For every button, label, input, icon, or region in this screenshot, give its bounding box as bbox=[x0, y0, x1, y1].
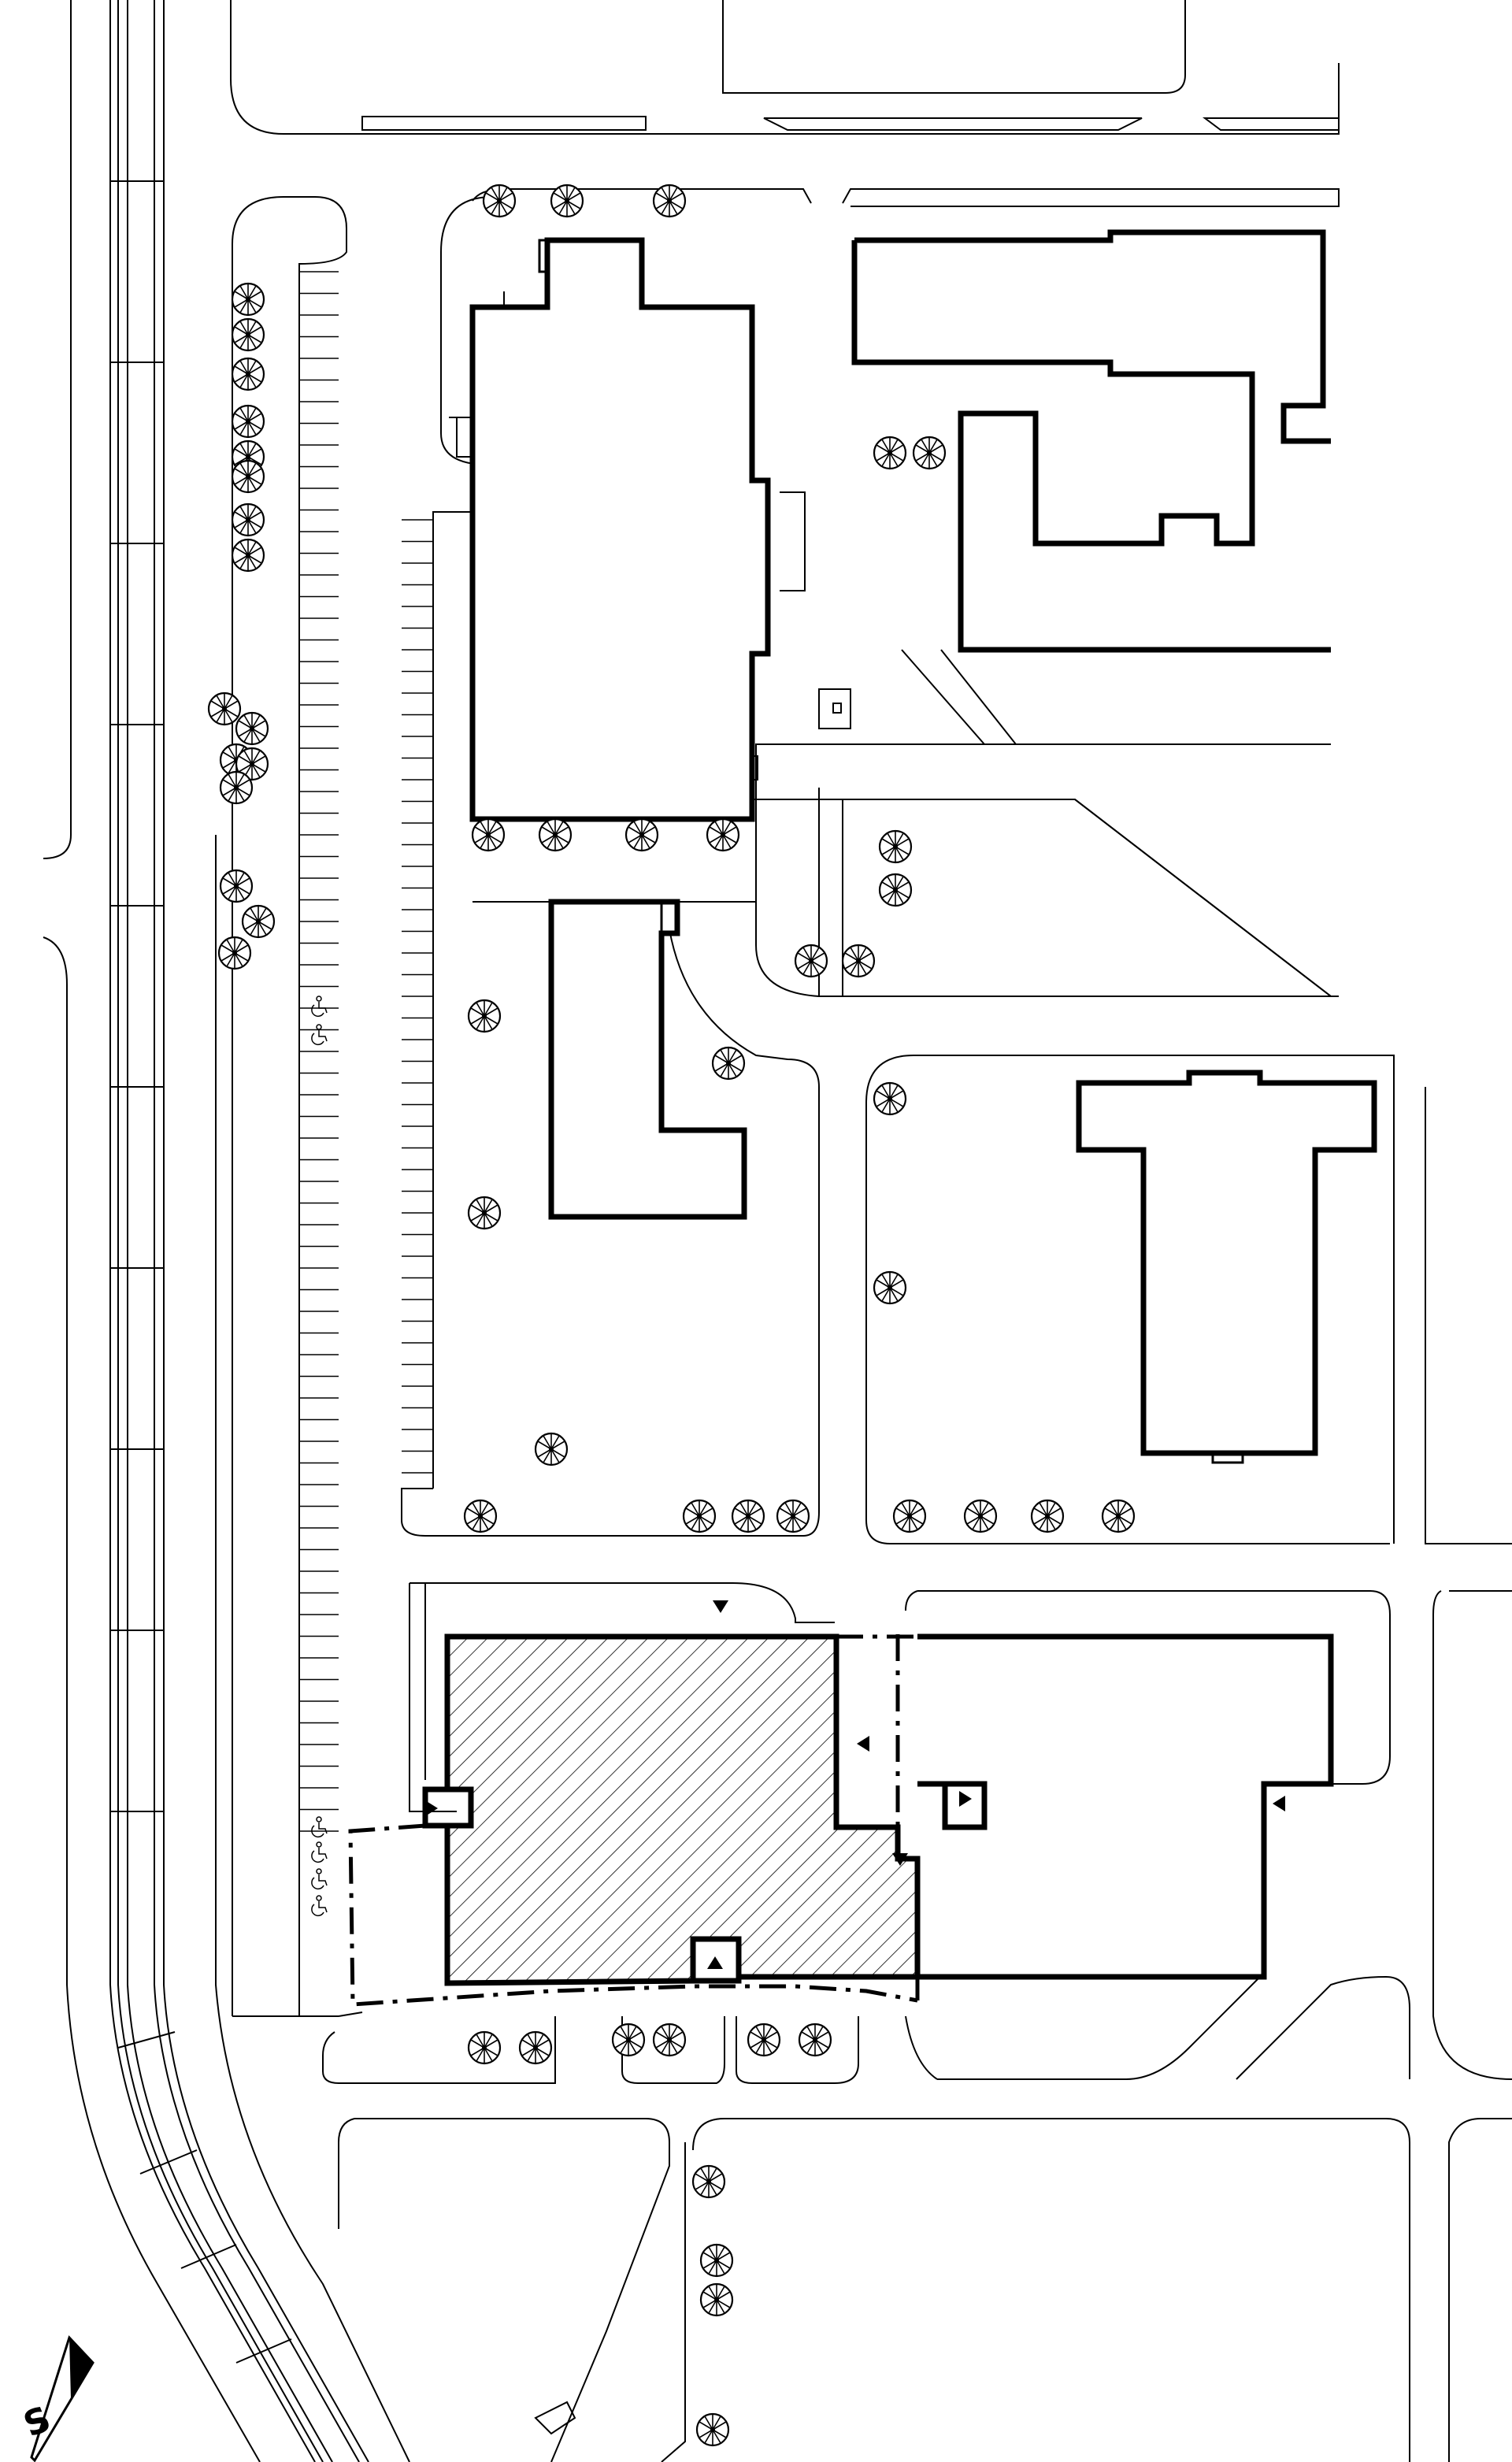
tree-icon bbox=[699, 2282, 734, 2317]
tree-icon bbox=[231, 404, 265, 439]
accessible-parking-icon bbox=[311, 1816, 328, 1838]
tree-icon bbox=[518, 2030, 553, 2065]
tree-icon bbox=[963, 1499, 998, 1533]
tree-icon bbox=[207, 692, 242, 726]
tree-icon bbox=[611, 2023, 646, 2057]
tree-icon bbox=[1030, 1499, 1065, 1533]
tree-icon bbox=[652, 184, 687, 218]
south-blocks bbox=[276, 1582, 1512, 2462]
building-east-t-shape bbox=[1076, 1070, 1377, 1464]
tree-icon bbox=[841, 944, 876, 978]
entrance-arrow-east bbox=[857, 1736, 869, 1752]
entrance-arrow-corner bbox=[892, 1853, 908, 1866]
tree-icon bbox=[219, 869, 254, 903]
tree-icon bbox=[706, 818, 740, 852]
tree-icon bbox=[467, 999, 502, 1033]
tree-icon bbox=[747, 2023, 781, 2057]
tree-icon bbox=[482, 184, 517, 218]
tree-icon bbox=[231, 282, 265, 317]
tree-icon bbox=[467, 1196, 502, 1230]
tree-icon bbox=[231, 317, 265, 352]
top-street-curbs bbox=[230, 0, 1340, 207]
tree-icon bbox=[624, 818, 659, 852]
building-north-central bbox=[449, 237, 771, 822]
entrance-arrow-far-east bbox=[1273, 1796, 1285, 1811]
accessible-parking-icon bbox=[311, 1841, 328, 1863]
tree-icon bbox=[699, 2243, 734, 2278]
tree-icon bbox=[711, 1046, 746, 1081]
tree-icon bbox=[873, 436, 907, 470]
accessible-parking-icon bbox=[311, 1868, 328, 1890]
tree-icon bbox=[231, 459, 265, 494]
tree-icon bbox=[776, 1499, 810, 1533]
tree-icon bbox=[217, 936, 252, 970]
accessible-parking-symbols bbox=[311, 996, 328, 1917]
tree-icon bbox=[231, 502, 265, 537]
tree-icon bbox=[873, 1081, 907, 1116]
parking-stalls bbox=[299, 271, 433, 1832]
tree-icon bbox=[471, 818, 506, 852]
entrance-arrow-north bbox=[713, 1600, 728, 1613]
tree-icon bbox=[235, 711, 269, 746]
highway-corridor bbox=[43, 0, 410, 2462]
tree-icon bbox=[219, 770, 254, 805]
tree-icon bbox=[682, 1499, 717, 1533]
tree-icon bbox=[231, 538, 265, 573]
building-northeast-1 bbox=[851, 229, 1331, 653]
tree-icon bbox=[1101, 1499, 1136, 1533]
tree-icon bbox=[695, 2412, 730, 2447]
entrance-arrow-east-building bbox=[959, 1791, 972, 1807]
tree-icon bbox=[731, 1499, 765, 1533]
tree-icon bbox=[467, 2030, 502, 2065]
east-blocks bbox=[865, 1055, 1512, 2080]
tree-icon bbox=[241, 904, 276, 939]
tree-icon bbox=[878, 829, 913, 864]
accessible-parking-icon bbox=[311, 1024, 328, 1046]
tree-icon bbox=[231, 357, 265, 391]
tree-icon bbox=[873, 1270, 907, 1305]
tree-icon bbox=[550, 184, 584, 218]
entrance-arrow-south bbox=[707, 1956, 723, 1969]
tree-icon bbox=[798, 2023, 832, 2057]
tree-icon bbox=[534, 1432, 569, 1466]
tree-icon bbox=[892, 1499, 927, 1533]
compass-north-arrow: S bbox=[18, 2335, 94, 2462]
tree-icon bbox=[878, 873, 913, 907]
tree-icon bbox=[463, 1499, 498, 1533]
building-middle-l-shape bbox=[548, 899, 747, 1220]
entrance-arrow-left bbox=[425, 1800, 438, 1816]
tree-icon bbox=[912, 436, 947, 470]
accessible-parking-icon bbox=[311, 996, 328, 1018]
site-boundary bbox=[348, 1634, 920, 2007]
tree-icon bbox=[652, 2023, 687, 2057]
entrance-arrows bbox=[425, 1600, 1285, 1969]
tree-icon bbox=[794, 944, 828, 978]
tree-icon bbox=[538, 818, 573, 852]
tree-icon bbox=[691, 2164, 726, 2199]
accessible-parking-icon bbox=[311, 1895, 328, 1917]
building-target-hatched bbox=[422, 1633, 921, 1986]
